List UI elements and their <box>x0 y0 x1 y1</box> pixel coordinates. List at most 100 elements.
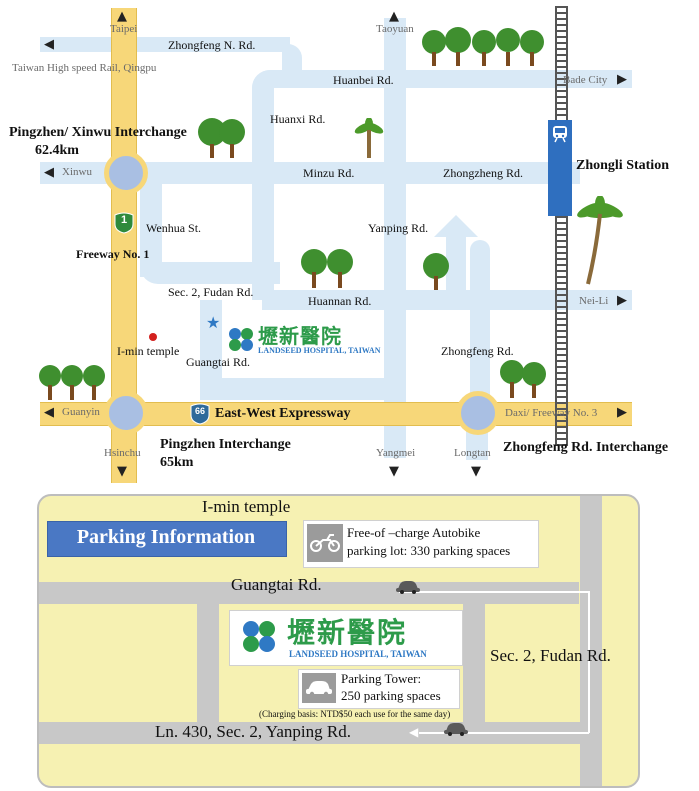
label-taoyuan: Taoyuan <box>376 23 414 35</box>
label-yanping-rd: Yanping Rd. <box>368 221 429 235</box>
parking-guangtai-rd: Guangtai Rd. <box>231 575 322 594</box>
road-fudan-turn <box>140 262 280 284</box>
road-zhongfeng-n <box>40 37 290 52</box>
label-zhongli-station: Zhongli Station <box>576 158 669 173</box>
hospital-chinese-name: 壢新醫院 <box>258 324 342 348</box>
label-xinwu: Xinwu <box>62 166 92 178</box>
arrow-left-guanyin-icon: ◀ <box>44 405 54 420</box>
label-62-4km: 62.4km <box>35 143 79 158</box>
label-guangtai-rd: Guangtai Rd. <box>186 355 250 369</box>
label-zhongzheng-rd: Zhongzheng Rd. <box>443 166 523 180</box>
label-wenhua-st: Wenhua St. <box>146 221 202 235</box>
tree-group-guanyin-icon <box>39 365 105 400</box>
parking-title: Parking Information <box>76 526 256 548</box>
parking-panel: ◀ Parking Information I-min temple Free-… <box>37 494 640 788</box>
route-arrow-left-icon: ◀ <box>409 725 419 739</box>
tree-group-zhongfeng-icon <box>500 360 546 398</box>
parking-title-badge <box>47 521 287 557</box>
road-huanbei <box>252 70 632 88</box>
arrow-up-taipei-icon: ▲ <box>117 9 127 24</box>
tower-line2: 250 parking spaces <box>341 688 441 703</box>
label-bade-city: Bade City <box>563 74 608 86</box>
arrow-right-neili-icon: ▶ <box>617 293 627 308</box>
autobike-line1: Free-of –charge Autobike <box>347 525 481 540</box>
autobike-line2: parking lot: 330 parking spaces <box>347 543 511 558</box>
palm-tree-station-icon <box>577 196 623 285</box>
road-minzu <box>40 162 580 184</box>
label-zhongfeng-n-rd: Zhongfeng N. Rd. <box>168 38 256 52</box>
label-huanxi-rd: Huanxi Rd. <box>270 112 326 126</box>
palm-tree-minzu-icon <box>354 118 384 158</box>
expressway-shield-icon <box>190 403 210 425</box>
route-line-top <box>399 591 589 593</box>
railway-rail-left <box>555 6 557 446</box>
arrow-left-zhongfeng-n-icon: ◀ <box>44 37 54 52</box>
freeway-shield-number: 1 <box>120 214 128 226</box>
label-zhongfeng-rd-interchange: Zhongfeng Rd. Interchange <box>503 440 669 455</box>
tree-group-huannan-icon <box>301 249 353 288</box>
label-imin-temple: I-min temple <box>117 344 180 358</box>
hospital-star-icon: ★ <box>206 313 221 332</box>
parking-hospital-english: LANDSEED HOSPITAL, TAIWAN <box>289 649 427 659</box>
parking-hospital-chinese: 壢新醫院 <box>287 616 408 649</box>
label-yangmei: Yangmei <box>376 447 416 459</box>
label-taipei: Taipei <box>110 23 138 35</box>
tree-group-huanxi-icon <box>198 118 245 158</box>
road-fudan <box>140 182 162 277</box>
motorbike-icon <box>310 534 340 552</box>
parking-road-left <box>197 582 219 722</box>
label-pingzhen-xinwu-interchange: Pingzhen/ Xinwu Interchange <box>9 125 187 140</box>
arrow-down-longtan-icon: ▼ <box>471 464 481 479</box>
tower-line1: Parking Tower: <box>341 671 422 686</box>
railway-rail-right <box>566 6 568 446</box>
road-zhongfeng <box>470 240 490 420</box>
tree-yanping-icon <box>423 253 449 290</box>
arrow-left-xinwu-icon: ◀ <box>44 165 54 180</box>
label-huannan-rd: Huannan Rd. <box>308 294 372 308</box>
arrow-right-daxi-icon: ▶ <box>617 405 627 420</box>
train-icon <box>553 126 567 143</box>
parking-hospital-logo-icon <box>243 621 275 652</box>
road-guangtai-lower <box>200 378 390 400</box>
hospital-english-name: LANDSEED HOSPITAL, TAIWAN <box>258 346 381 355</box>
tree-group-top-right-icon <box>422 27 544 66</box>
hospital-logo-icon <box>229 328 253 351</box>
car-top-icon <box>396 581 420 594</box>
railway-line <box>556 6 568 446</box>
car-tower-icon <box>306 681 332 697</box>
arrow-down-hsinchu-icon: ▼ <box>117 464 127 479</box>
freeway-shield-icon <box>114 212 134 234</box>
route-line-bottom <box>419 732 589 734</box>
label-thsr: Taiwan High speed Rail, Qingpu <box>12 62 157 74</box>
label-guanyin: Guanyin <box>62 406 100 418</box>
label-zhongfeng-rd: Zhongfeng Rd. <box>441 344 514 358</box>
label-huanbei-rd: Huanbei Rd. <box>333 73 394 87</box>
label-east-west-expressway: East-West Expressway <box>215 406 351 421</box>
arrow-right-bade-icon: ▶ <box>617 72 627 87</box>
road-taoyuan-yangmei <box>384 18 406 458</box>
area-map: ▲ ▲ ◀ ▶ ◀ ▶ ◀ ▶ ▼ ▼ ▼ 1 <box>9 6 669 483</box>
arrow-down-yangmei-icon: ▼ <box>389 464 399 479</box>
label-sec2-fudan-rd: Sec. 2, Fudan Rd. <box>168 285 254 299</box>
route-line-right <box>588 591 590 733</box>
parking-fudan-rd: Sec. 2, Fudan Rd. <box>490 646 611 665</box>
parking-imin-temple: I-min temple <box>202 497 291 516</box>
label-nei-li: Nei-Li <box>579 295 609 307</box>
parking-road-fudan <box>580 496 602 786</box>
interchange-pingzhen <box>104 391 148 435</box>
imin-temple-marker <box>149 333 157 341</box>
label-pingzhen-interchange: Pingzhen Interchange <box>160 437 291 452</box>
road-guangtai <box>200 300 222 400</box>
label-65km: 65km <box>160 455 194 470</box>
label-minzu-rd: Minzu Rd. <box>303 166 355 180</box>
charging-note: (Charging basis: NTD$50 each use for the… <box>259 709 451 719</box>
parking-road-middle <box>463 582 485 722</box>
parking-road-guangtai <box>39 582 579 604</box>
label-hsinchu: Hsinchu <box>104 447 141 459</box>
road-huanxi <box>252 70 274 300</box>
label-freeway-no1: Freeway No. 1 <box>76 247 150 261</box>
interchange-pingzhen-xinwu <box>104 151 148 195</box>
interchange-zhongfeng <box>456 391 500 435</box>
car-bottom-icon <box>444 723 468 736</box>
arrow-up-taoyuan-icon: ▲ <box>389 9 399 24</box>
